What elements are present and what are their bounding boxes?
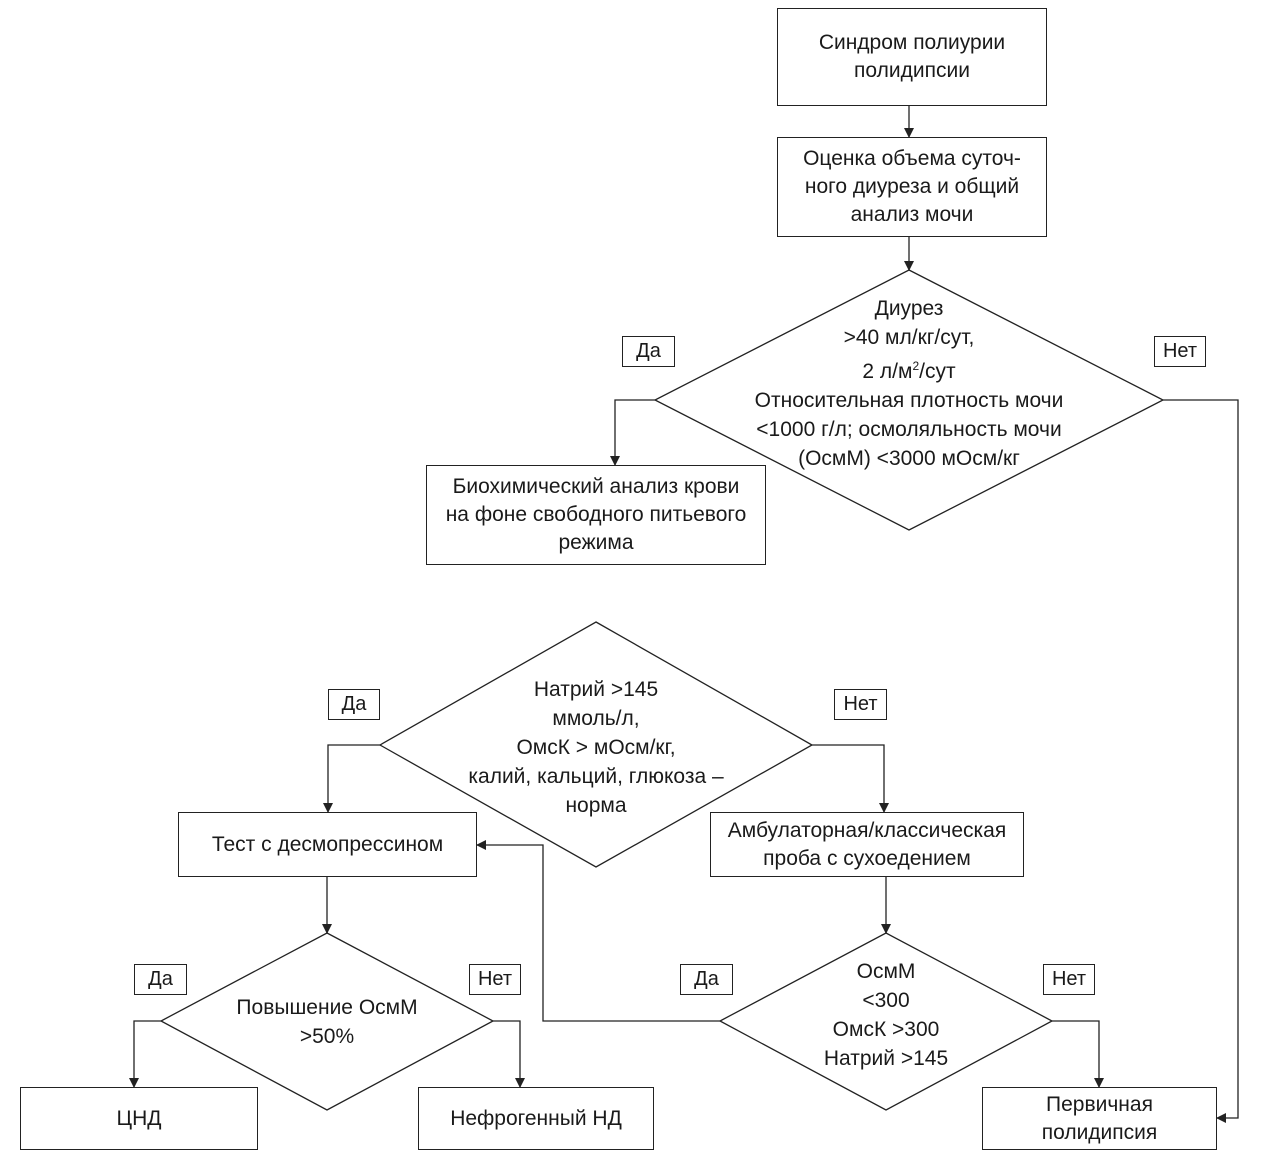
diuresis-diamond-text: Диурез >40 мл/кг/сут, 2 л/м2/сут Относит…	[700, 296, 1118, 471]
desmopressin-box: Тест с десмопрессином	[178, 812, 477, 877]
osm-diamond-text: ОсмМ <300 ОмсК >300 Натрий >145	[760, 955, 1012, 1075]
arrow-sodium-yes	[323, 744, 380, 813]
biochem-box: Биохимический анализ крови на фоне свобо…	[426, 465, 766, 565]
label-no-diuresis: Нет	[1154, 336, 1206, 367]
label-yes-increase: Да	[134, 964, 187, 995]
osm-increase-diamond	[159, 932, 495, 1111]
label-no-sodium: Нет	[834, 689, 887, 720]
diuresis-line1: Диурез	[874, 297, 944, 320]
diuresis-line3: 2 л/м2/сут	[755, 352, 1064, 386]
start-box: Синдром полиурии полидипсии	[777, 8, 1047, 106]
label-yes-sodium: Да	[328, 689, 380, 720]
arrow-sodium-no	[812, 744, 889, 813]
diuresis-line6: (ОсмМ) <3000 мОсм/кг	[798, 447, 1020, 470]
arrow-diuresis-yes	[610, 399, 655, 466]
diuresis-line4: Относительная плотность мочи	[754, 389, 1064, 412]
sodium-diamond-text: Натрий >145 ммоль/л, ОмсК > мОсм/кг, кал…	[430, 672, 762, 822]
cnd-text: ЦНД	[116, 1106, 162, 1130]
osm-diamond	[718, 932, 1054, 1111]
diuresis-diamond	[653, 269, 1165, 531]
assessment-text: Оценка объема суточ- ного диуреза и общи…	[803, 147, 1021, 226]
dry-food-text: Амбулаторная/классическая проба с сухоед…	[727, 818, 1007, 870]
primary-polydipsia-box: Первичная полидипсия	[982, 1087, 1217, 1150]
osm-increase-text: Повышение ОсмМ >50%	[236, 996, 418, 1048]
sodium-diamond	[378, 621, 814, 868]
arrow-osm-no	[1052, 1020, 1104, 1088]
arrow-diuresis-no	[1163, 399, 1239, 1123]
dry-food-box: Амбулаторная/классическая проба с сухоед…	[710, 812, 1024, 877]
arrow-osm-yes	[476, 840, 720, 1022]
biochem-text: Биохимический анализ крови на фоне свобо…	[445, 475, 747, 554]
diuresis-line2: >40 мл/кг/сут,	[843, 326, 975, 349]
cnd-box: ЦНД	[20, 1087, 258, 1150]
primary-polydipsia-text: Первичная полидипсия	[1041, 1092, 1158, 1144]
osm-increase-diamond-text: Повышение ОсмМ >50%	[200, 990, 454, 1054]
assessment-box: Оценка объема суточ- ного диуреза и общи…	[777, 137, 1047, 237]
nephrogenic-text: Нефрогенный НД	[450, 1106, 622, 1130]
sodium-text: Натрий >145 ммоль/л, ОмсК > мОсм/кг, кал…	[468, 677, 724, 817]
nephrogenic-box: Нефрогенный НД	[418, 1087, 654, 1150]
diuresis-line3-b: /сут	[919, 360, 956, 383]
diuresis-line3-a: 2 л/м	[862, 360, 913, 383]
diuresis-line5: <1000 г/л; осмоляльность мочи	[756, 418, 1062, 441]
start-text: Синдром полиурии полидипсии	[818, 31, 1006, 82]
diuresis-line3-sup: 2	[912, 359, 920, 373]
label-no-osm: Нет	[1043, 964, 1095, 995]
arrow-increase-yes	[129, 1020, 161, 1088]
label-no-increase: Нет	[469, 964, 521, 995]
label-yes-osm: Да	[680, 964, 733, 995]
desmopressin-text: Тест с десмопрессином	[211, 832, 444, 856]
label-yes-diuresis: Да	[622, 336, 675, 367]
osm-text: ОсмМ <300 ОмсК >300 Натрий >145	[823, 960, 949, 1070]
arrow-increase-no	[493, 1020, 525, 1088]
